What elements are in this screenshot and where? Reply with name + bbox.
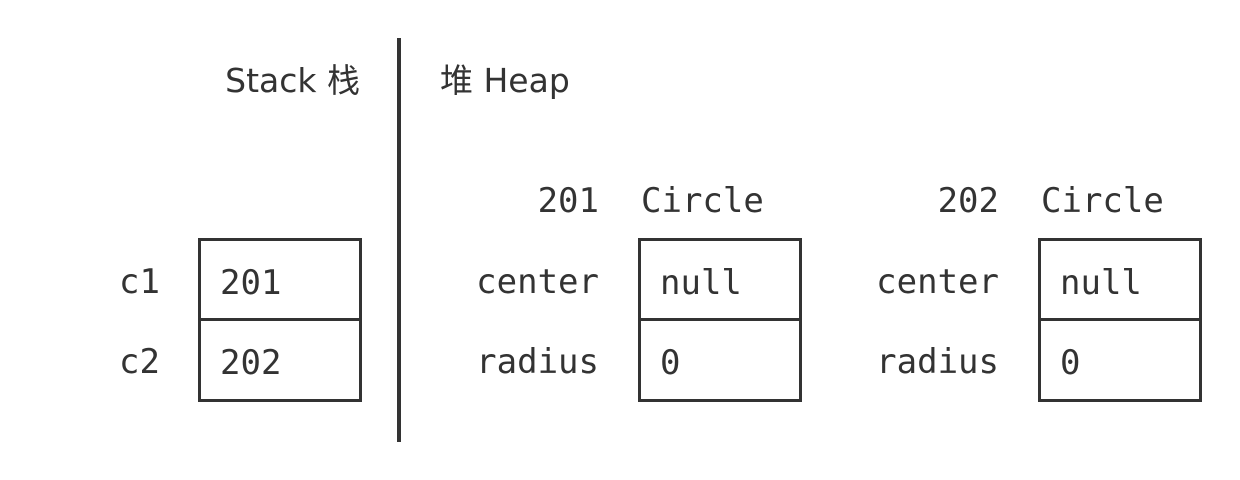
stack-cell-c2: 202 <box>198 318 362 402</box>
heap-field-name-center: center <box>876 262 999 302</box>
heap-field-name-radius: radius <box>876 342 999 382</box>
heap-field-cell-radius: 0 <box>1038 318 1202 402</box>
heap-field-value-center: null <box>660 263 742 303</box>
heap-object-class: Circle <box>641 181 764 221</box>
heap-field-value-radius: 0 <box>1060 343 1081 383</box>
heap-field-cell-center: null <box>1038 238 1202 322</box>
heap-field-cell-radius: 0 <box>638 318 802 402</box>
stack-cell-value-c2: 202 <box>220 343 282 383</box>
heap-field-name-radius: radius <box>476 342 599 382</box>
heap-title: 堆 Heap <box>440 61 570 100</box>
stack-var-name-c1: c1 <box>119 262 160 302</box>
heap-object-address: 202 <box>937 181 999 221</box>
stack-var-name-c2: c2 <box>119 342 160 382</box>
stack-heap-divider <box>397 38 401 442</box>
heap-object-class: Circle <box>1041 181 1164 221</box>
stack-cell-c1: 201 <box>198 238 362 322</box>
heap-field-cell-center: null <box>638 238 802 322</box>
heap-field-value-radius: 0 <box>660 343 681 383</box>
heap-field-value-center: null <box>1060 263 1142 303</box>
heap-field-name-center: center <box>476 262 599 302</box>
stack-title: Stack 栈 <box>225 61 360 100</box>
heap-object-address: 201 <box>537 181 599 221</box>
stack-cell-value-c1: 201 <box>220 263 282 303</box>
